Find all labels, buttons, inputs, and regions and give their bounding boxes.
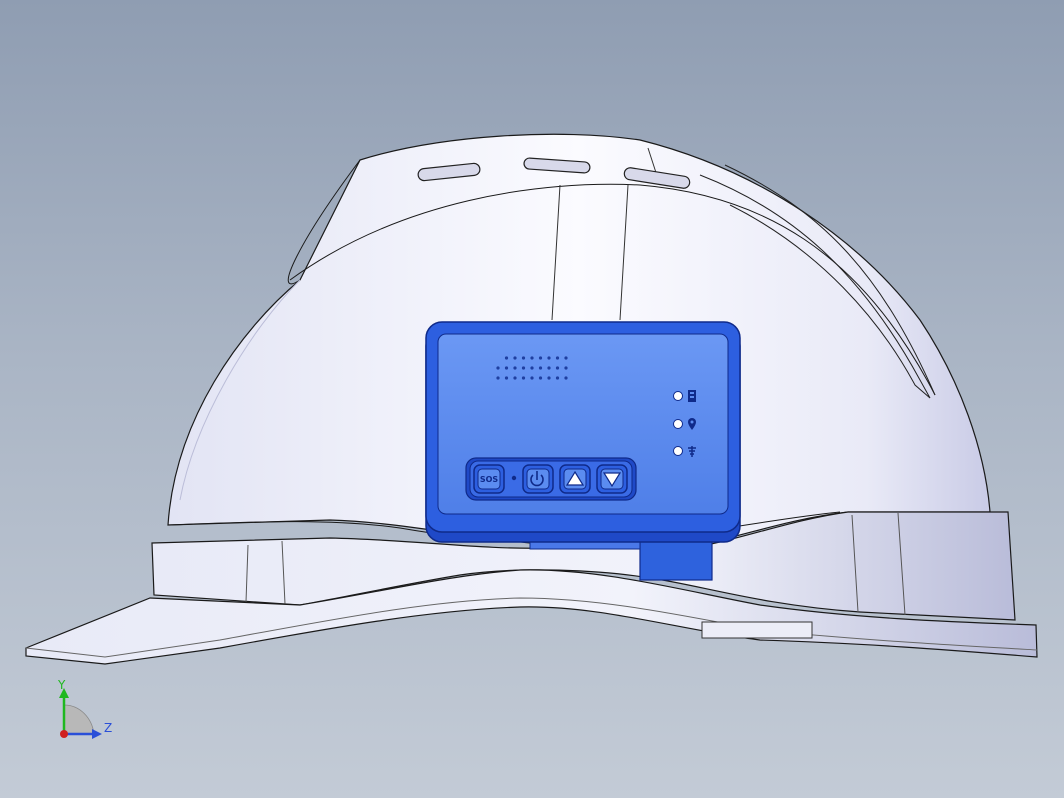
triangle-down-icon [602,472,622,488]
triangle-up-icon [565,470,585,486]
grille-hole [530,356,534,360]
battery-indicator [673,390,696,402]
y-axis-label: Y [58,678,66,692]
grille-hole [496,366,500,370]
grille-hole [564,376,568,380]
grille-hole [504,376,509,380]
power-icon [530,471,544,487]
grille-hole [555,366,560,370]
z-axis-label: Z [104,721,113,735]
grille-hole [530,376,534,380]
coordinate-triad[interactable] [59,688,102,739]
grille-hole [547,356,551,360]
location-pin-icon [688,418,696,430]
grille-hole [504,366,509,370]
helmet-brim [25,569,1038,665]
signal-icon [688,446,696,457]
grille-hole [513,356,517,360]
grille-hole [521,356,526,360]
grille-hole [538,376,543,380]
grille-hole [496,376,500,380]
grille-hole [564,366,568,370]
triad-origin [60,730,68,738]
grille-hole [547,366,551,370]
triad-plane [63,704,95,735]
helmet-rim [151,511,1016,621]
grille-hole [513,376,517,380]
grille-hole [504,356,509,360]
grille-hole [564,356,568,360]
up-button[interactable] [559,464,591,494]
grille-hole [555,376,560,380]
battery-icon [688,390,696,402]
z-axis-arrow [92,729,102,739]
speaker-grille [496,356,568,380]
shell-groove [699,164,936,399]
safety-device[interactable]: SOS [425,321,741,543]
shell-ridge [287,159,936,396]
grille-hole [538,356,543,360]
down-button[interactable] [596,464,628,494]
chin-strap-clip [701,621,813,639]
location-indicator [673,418,696,430]
grille-hole [547,376,551,380]
y-axis-arrow [59,688,69,698]
grille-hole [521,376,526,380]
power-button[interactable] [522,464,554,494]
grille-hole [538,366,543,370]
sos-button[interactable]: SOS [473,464,505,494]
grille-hole [555,356,560,360]
signal-indicator [673,446,696,457]
brim-edge [25,597,1038,658]
grille-hole [521,366,526,370]
status-led [511,475,517,481]
vent-slots [417,157,691,189]
grille-hole [513,366,517,370]
sos-label: SOS [480,475,499,484]
rim-segments [245,512,906,616]
status-indicators [673,390,696,457]
shell-inner-edge [179,279,301,501]
grille-hole [530,366,534,370]
